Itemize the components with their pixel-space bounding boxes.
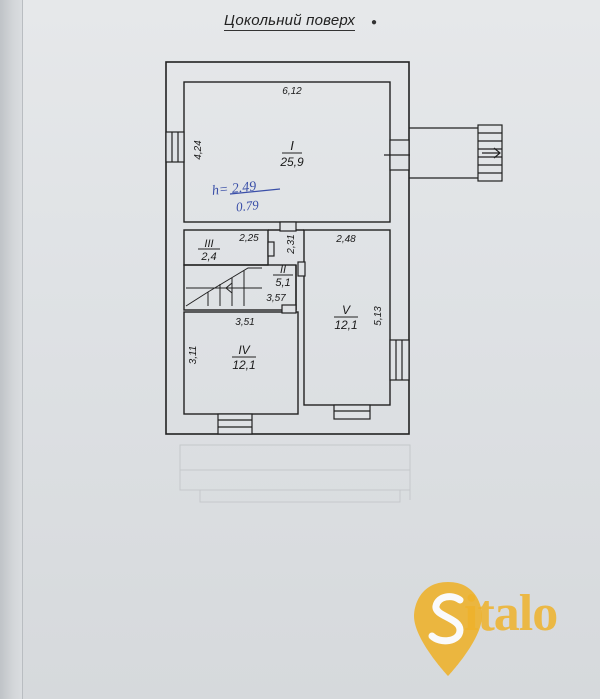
room-v-id: V — [342, 303, 351, 317]
room-iii-id: III — [204, 238, 213, 250]
page-title: Цокольний поверх — [224, 12, 356, 31]
dim-room-iv-height: 3,11 — [188, 346, 199, 365]
watermark-brand: italo — [464, 585, 558, 642]
window-bottom-left — [217, 413, 253, 435]
room-i-area: 25,9 — [279, 155, 304, 169]
dim-room-v-width: 2,48 — [335, 234, 356, 245]
watermark: italo — [412, 576, 592, 672]
dim-room-iii-width: 2,25 — [238, 233, 259, 244]
door-openings — [267, 221, 306, 314]
room-iv-area: 12,1 — [232, 358, 255, 372]
title-mark: ● — [371, 17, 378, 28]
dim-room-v-height: 5,13 — [373, 306, 384, 326]
window-right-room-v — [389, 339, 410, 381]
watermark-logo-icon — [414, 582, 482, 676]
window-bottom-right — [333, 404, 371, 420]
handwritten-fraction-line — [229, 188, 281, 195]
page-binding — [0, 0, 23, 699]
handwritten-height-note: h= 2.49 — [211, 179, 257, 199]
dim-corridor-height: 2,31 — [286, 234, 297, 254]
background-showthrough — [179, 444, 411, 503]
window-left — [165, 131, 185, 163]
room-iv-id: IV — [238, 343, 250, 357]
dim-room-i-height: 4,24 — [193, 140, 204, 160]
dim-room-iv-width: 3,51 — [235, 317, 254, 328]
room-i-id: I — [290, 138, 294, 153]
dim-corridor-width: 3,57 — [266, 293, 286, 304]
dim-room-i-width: 6,12 — [282, 86, 302, 97]
interior-stair — [185, 267, 262, 307]
room-ii-area: 5,1 — [275, 277, 290, 289]
room-ii-id: II — [280, 264, 286, 276]
entrance-stair — [384, 124, 503, 182]
room-iii-area: 2,4 — [200, 251, 216, 263]
handwritten-depth-note: 0.79 — [235, 197, 260, 214]
room-v-area: 12,1 — [334, 318, 357, 332]
